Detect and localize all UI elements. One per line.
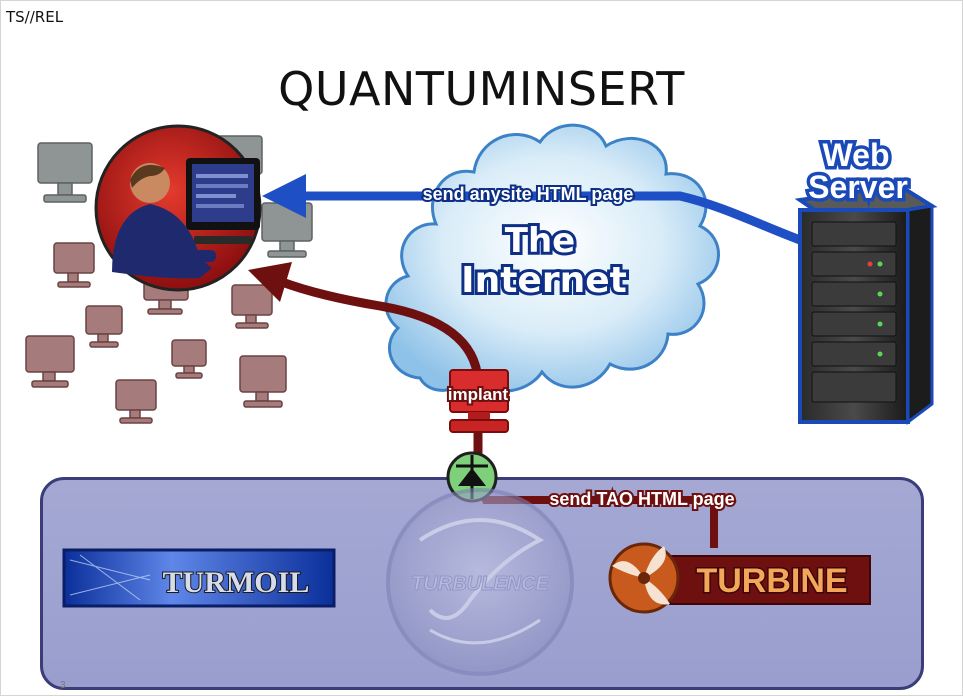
anysite-arrow: send anysite HTML page [262,174,802,245]
turmoil-logo: TURMOIL [62,548,336,608]
turbine-label: TURBINE [696,562,847,600]
web-server-label-line1: Web [823,137,890,173]
computer-icon [239,355,287,408]
web-server-label-line2: Server [808,169,908,205]
implant-to-target-arrow [248,262,483,470]
turbulence-seal: TURBULENCE [386,488,574,676]
slide-title: QUANTUMINSERT [278,62,685,116]
computer-icon [37,142,93,203]
computer-icon [53,242,95,288]
implant-computer-icon: implant [446,369,511,433]
tao-label: send TAO HTML page [549,489,734,509]
internet-cloud-icon: The Internet [384,123,720,393]
implant-label: implant [448,385,509,404]
turbine-fan-icon [608,542,680,614]
turbulence-label: TURBULENCE [411,573,549,595]
computer-icon [231,284,273,329]
page-number: 3 [60,680,66,691]
internet-label-line1: The [505,221,575,261]
web-server-icon: Web Server [794,134,938,425]
computer-icon [25,335,75,388]
computer-icon [85,305,123,348]
target-user-icon [94,124,262,292]
turbine-logo: TURBINE [608,542,871,614]
computer-icon [171,339,207,379]
turmoil-label: TURMOIL [163,566,310,599]
computer-icon [115,379,157,424]
anysite-label: send anysite HTML page [423,184,634,204]
classification-marking: TS//REL [6,8,64,26]
internet-label-line2: Internet [461,260,627,301]
